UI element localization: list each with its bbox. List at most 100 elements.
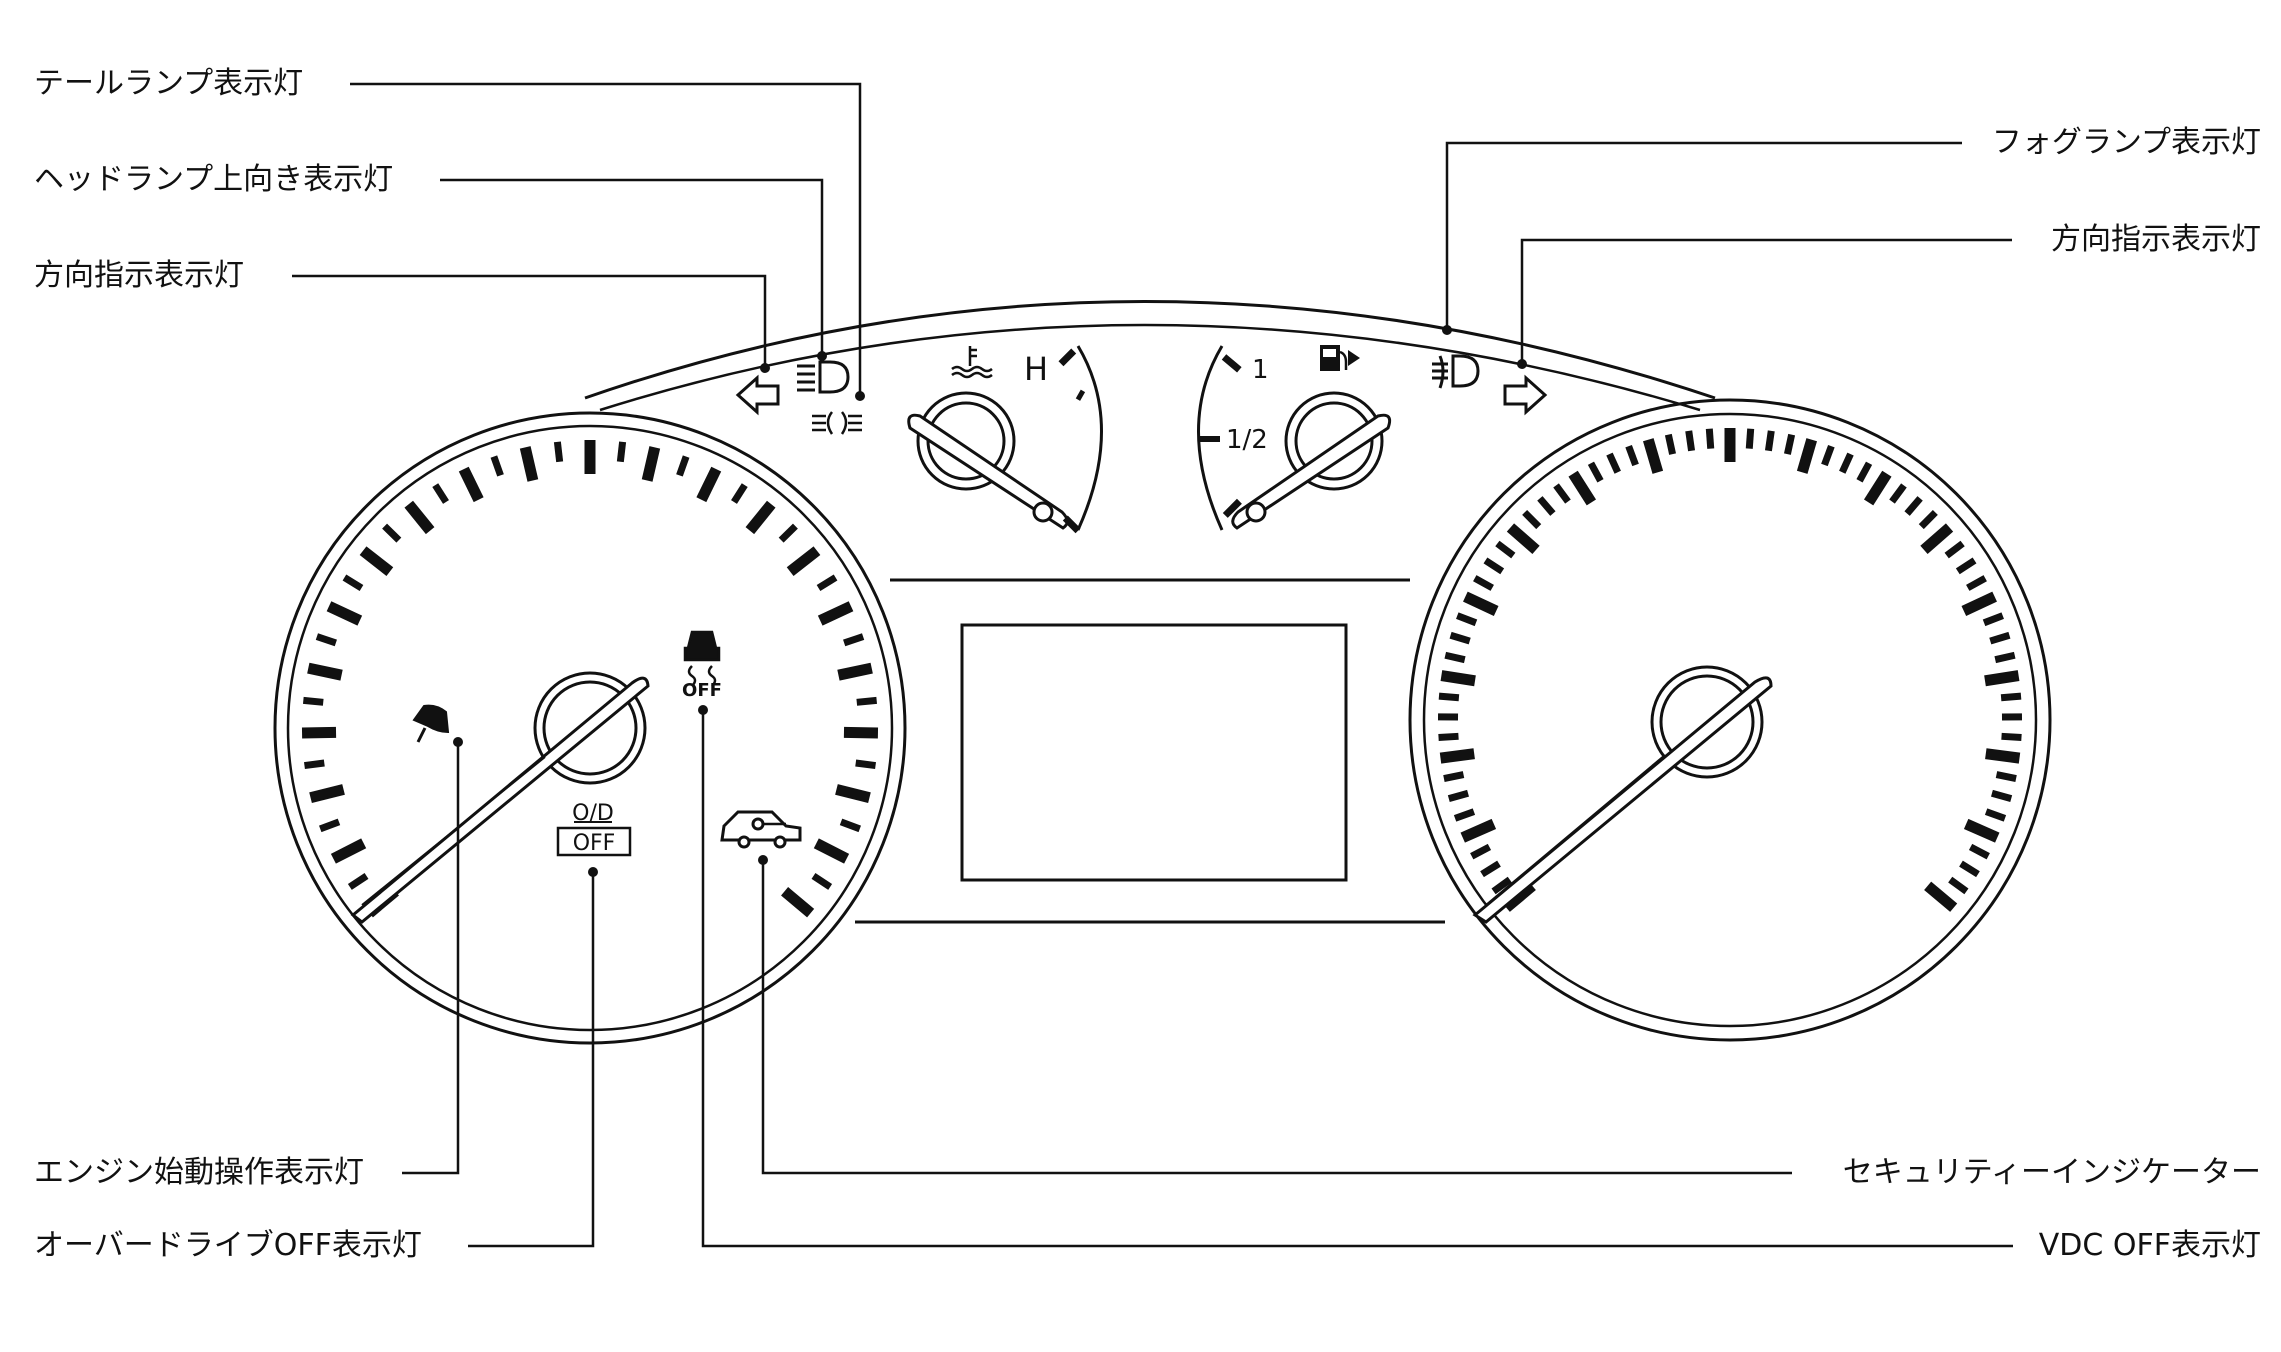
tail-lamp-icon bbox=[812, 412, 862, 434]
dial-tick bbox=[785, 891, 811, 913]
temperature-ticks bbox=[1059, 349, 1086, 534]
coolant-temp-icon bbox=[952, 346, 992, 377]
tachometer-needle bbox=[1475, 667, 1771, 922]
label-turn-left: 方向指示表示灯 bbox=[34, 258, 244, 294]
tachometer-ticks bbox=[1438, 428, 2022, 908]
dial-tick bbox=[1444, 775, 1464, 779]
dial-tick bbox=[320, 822, 339, 829]
leader-turn-left bbox=[292, 276, 765, 368]
dial-tick bbox=[1947, 544, 1963, 556]
dial-tick bbox=[1540, 498, 1553, 513]
od-off-icon: O/D OFF bbox=[558, 801, 630, 856]
dial-tick bbox=[1449, 793, 1468, 798]
dial-tick bbox=[1966, 824, 1997, 838]
dial-tick bbox=[1950, 880, 1966, 892]
dial-tick bbox=[1824, 446, 1831, 465]
dial-tick bbox=[1985, 676, 2019, 681]
dial-tick bbox=[820, 606, 851, 620]
label-vdc-off: VDC OFF表示灯 bbox=[2039, 1228, 2261, 1264]
dial-tick bbox=[1463, 824, 1494, 838]
dial-tick bbox=[1749, 429, 1750, 449]
dial-tick bbox=[350, 876, 367, 887]
dial-tick bbox=[1964, 597, 1995, 611]
leader-lines bbox=[292, 84, 2013, 1246]
dial-tick bbox=[1869, 474, 1887, 503]
dial-tick bbox=[790, 551, 817, 572]
dial-tick bbox=[838, 668, 871, 675]
dial-tick bbox=[2001, 696, 2021, 698]
dial-tick bbox=[1995, 655, 2015, 659]
dial-tick bbox=[1709, 429, 1710, 449]
turn-left-icon bbox=[738, 378, 778, 412]
temp-hot-mark: H bbox=[1024, 350, 1048, 388]
dial-tick bbox=[1465, 597, 1496, 611]
fuel-pump-icon bbox=[1320, 345, 1360, 371]
dial-tick bbox=[1609, 454, 1617, 472]
dial-tick bbox=[464, 469, 479, 500]
engine-start-icon bbox=[414, 706, 448, 742]
dial-tick bbox=[2002, 736, 2022, 737]
dial-tick bbox=[1924, 527, 1950, 549]
dial-tick bbox=[1475, 578, 1492, 588]
dial-tick bbox=[557, 442, 559, 462]
dial-tick bbox=[1440, 754, 1474, 758]
dial-tick bbox=[750, 504, 771, 530]
dial-tick bbox=[1921, 512, 1935, 526]
fog-lamp-icon bbox=[1432, 356, 1478, 388]
dial-tick bbox=[333, 843, 363, 858]
dial-tick bbox=[311, 789, 344, 797]
leader-turn-right bbox=[1522, 240, 2012, 364]
fuel-half-mark: 1/2 bbox=[1226, 425, 1268, 455]
dial-tick bbox=[841, 822, 860, 829]
dial-tick bbox=[1648, 440, 1658, 473]
leader-od-off bbox=[468, 872, 593, 1246]
dial-tick bbox=[409, 504, 430, 530]
dial-tick bbox=[1591, 463, 1601, 481]
dial-tick bbox=[679, 457, 686, 476]
dial-tick bbox=[1485, 560, 1502, 571]
dial-tick bbox=[1961, 864, 1978, 875]
dial-tick bbox=[1928, 886, 1954, 908]
dial-tick bbox=[302, 732, 336, 733]
fuel-full-mark: 1 bbox=[1252, 355, 1269, 385]
dial-tick bbox=[304, 763, 324, 766]
dial-tick bbox=[435, 485, 446, 502]
label-od-off: オーバードライブOFF表示灯 bbox=[34, 1228, 422, 1264]
leader-engine-start bbox=[402, 742, 458, 1173]
dial-tick bbox=[781, 526, 795, 540]
dial-tick bbox=[1986, 812, 2005, 819]
dial-tick bbox=[1968, 578, 1985, 588]
dial-tick bbox=[329, 606, 360, 620]
dial-tick bbox=[1802, 440, 1812, 473]
dial-tick bbox=[1768, 431, 1771, 451]
leader-security bbox=[763, 860, 1792, 1173]
high-beam-icon bbox=[797, 362, 848, 392]
dial-tick bbox=[1451, 635, 1470, 641]
speedometer-needle bbox=[353, 673, 648, 922]
label-engine-start: エンジン始動操作表示灯 bbox=[34, 1155, 364, 1191]
dial-tick bbox=[1996, 775, 2016, 779]
dial-tick bbox=[1482, 864, 1499, 875]
leader-tail-lamp bbox=[350, 84, 860, 396]
center-display bbox=[962, 625, 1346, 880]
dial-tick bbox=[813, 876, 830, 887]
dial-tick bbox=[385, 526, 399, 540]
dial-tick bbox=[1629, 446, 1636, 465]
dial-tick bbox=[317, 637, 336, 643]
dial-tick bbox=[1907, 498, 1920, 513]
dial-tick bbox=[1984, 616, 2003, 623]
dial-tick bbox=[1573, 474, 1591, 503]
dial-tick bbox=[844, 732, 878, 733]
label-security: セキュリティーインジケーター bbox=[1843, 1155, 2261, 1191]
dial-tick bbox=[1958, 560, 1975, 571]
dial-tick bbox=[1556, 485, 1568, 501]
turn-right-icon bbox=[1505, 378, 1545, 412]
dial-tick bbox=[303, 700, 323, 702]
dial-tick bbox=[1986, 754, 2020, 758]
dial-tick bbox=[1842, 454, 1850, 472]
dial-tick bbox=[836, 789, 869, 797]
dial-tick bbox=[857, 700, 877, 702]
dial-tick bbox=[525, 447, 533, 480]
